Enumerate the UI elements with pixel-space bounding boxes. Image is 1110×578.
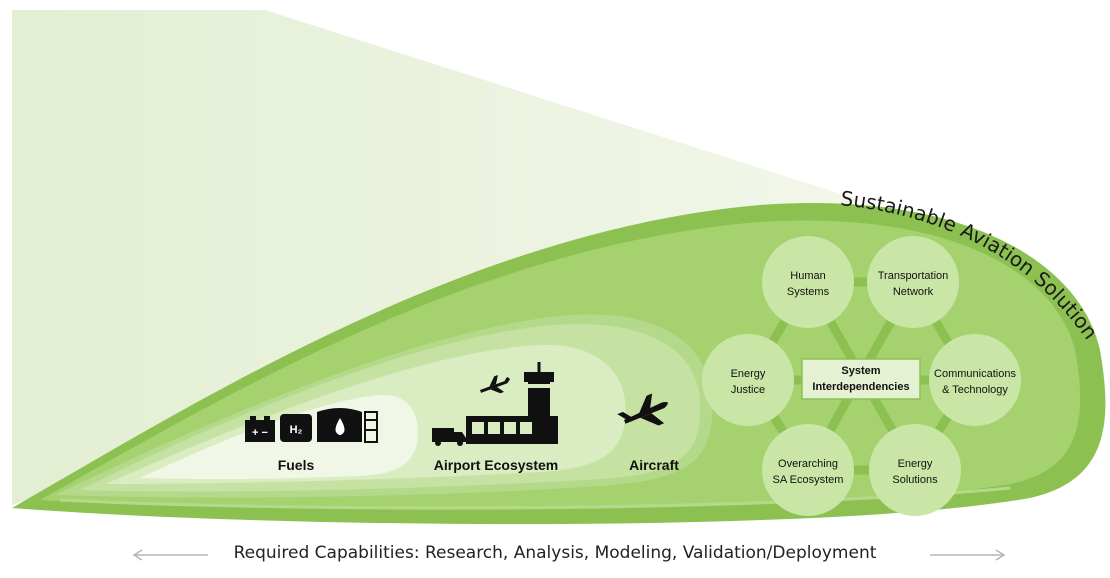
- required-capabilities-text: Required Capabilities: Research, Analysi…: [233, 543, 877, 563]
- node-line2: Network: [893, 286, 934, 298]
- hub-node-transportation-network: Transportation Network: [867, 236, 959, 328]
- system-interdependencies-box: System Interdependencies: [801, 358, 921, 400]
- airport-ecosystem-label: Airport Ecosystem: [434, 457, 558, 473]
- aircraft-label: Aircraft: [629, 457, 679, 473]
- center-line1: System: [841, 365, 880, 377]
- node-line2: SA Ecosystem: [773, 474, 844, 486]
- light-beam: [12, 10, 860, 505]
- battery-symbols: + −: [252, 427, 268, 439]
- hub-node-energy-justice: Energy Justice: [702, 334, 794, 426]
- right-arrow-icon: [930, 549, 1006, 561]
- footer: Required Capabilities: Research, Analysi…: [0, 540, 1110, 570]
- fuel-tank-icon: [317, 408, 378, 443]
- hub-node-human-systems: Human Systems: [762, 236, 854, 328]
- node-line2: & Technology: [942, 384, 1008, 396]
- node-line2: Justice: [731, 384, 765, 396]
- left-arrow-icon: [132, 549, 208, 561]
- hydrogen-tank-icon: H₂: [280, 414, 312, 442]
- battery-icon: + −: [245, 416, 275, 442]
- node-line1: Overarching: [778, 458, 838, 470]
- truck-icon: [432, 428, 466, 446]
- fuels-label: Fuels: [278, 457, 315, 473]
- airport-terminal-icon: [466, 362, 558, 444]
- departing-plane-icon: [480, 374, 511, 394]
- hub-node-overarching-sa-ecosystem: Overarching SA Ecosystem: [762, 424, 854, 516]
- node-line1: Energy: [898, 458, 933, 470]
- center-line2: Interdependencies: [812, 381, 909, 393]
- node-line1: Communications: [934, 368, 1016, 380]
- node-line1: Transportation: [878, 270, 949, 282]
- hydrogen-symbol: H₂: [290, 424, 303, 436]
- aircraft-icon: [617, 393, 668, 426]
- node-line1: Human: [790, 270, 825, 282]
- node-line1: Energy: [731, 368, 766, 380]
- node-line2: Solutions: [892, 474, 938, 486]
- node-line2: Systems: [787, 286, 830, 298]
- hub-node-energy-solutions: Energy Solutions: [869, 424, 961, 516]
- hub-node-communications-technology: Communications & Technology: [929, 334, 1021, 426]
